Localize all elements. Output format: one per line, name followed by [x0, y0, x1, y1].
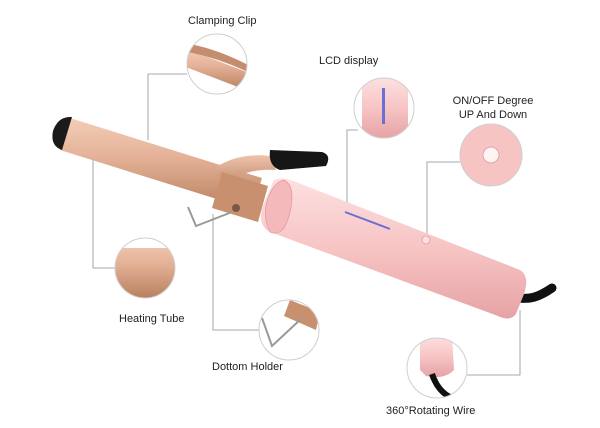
barrel-tip — [52, 116, 72, 150]
rotating-wire-label: 360°Rotating Wire — [386, 405, 476, 417]
lcd-leader — [346, 129, 358, 213]
on-off-label-line1: ON/OFF Degree — [452, 95, 534, 107]
heating-tube-leader — [92, 150, 115, 269]
bottom-holder-stand — [187, 206, 233, 228]
handle-ring — [265, 179, 293, 234]
lcd-display-label: LCD display — [319, 55, 379, 67]
lcd-zoom — [353, 77, 415, 139]
handle-button — [421, 235, 431, 245]
heating-tube-zoom — [114, 237, 176, 299]
clamping-clip-label: Clamping Clip — [188, 15, 257, 27]
on-off-label-line2: UP And Down — [458, 109, 528, 121]
heating-barrel — [60, 118, 262, 210]
rotating-wire-leader — [467, 310, 521, 376]
clamping-clip-zoom — [186, 33, 248, 95]
curling-iron — [52, 116, 557, 319]
handle-lcd — [344, 211, 391, 230]
heating-tube-label: Heating Tube — [119, 313, 185, 325]
bottom-holder-zoom — [258, 299, 320, 361]
on-off-zoom — [459, 123, 523, 187]
clamp-lever — [269, 150, 329, 170]
collar — [212, 172, 268, 222]
handle — [261, 178, 527, 319]
bottom-holder-leader — [212, 214, 259, 331]
callout-lines — [92, 73, 521, 376]
rotating-wire-zoom — [406, 337, 468, 399]
on-off-leader — [426, 161, 460, 240]
bottom-holder-label: Dottom Holder — [212, 361, 283, 373]
clamping-clip-leader — [147, 73, 187, 140]
